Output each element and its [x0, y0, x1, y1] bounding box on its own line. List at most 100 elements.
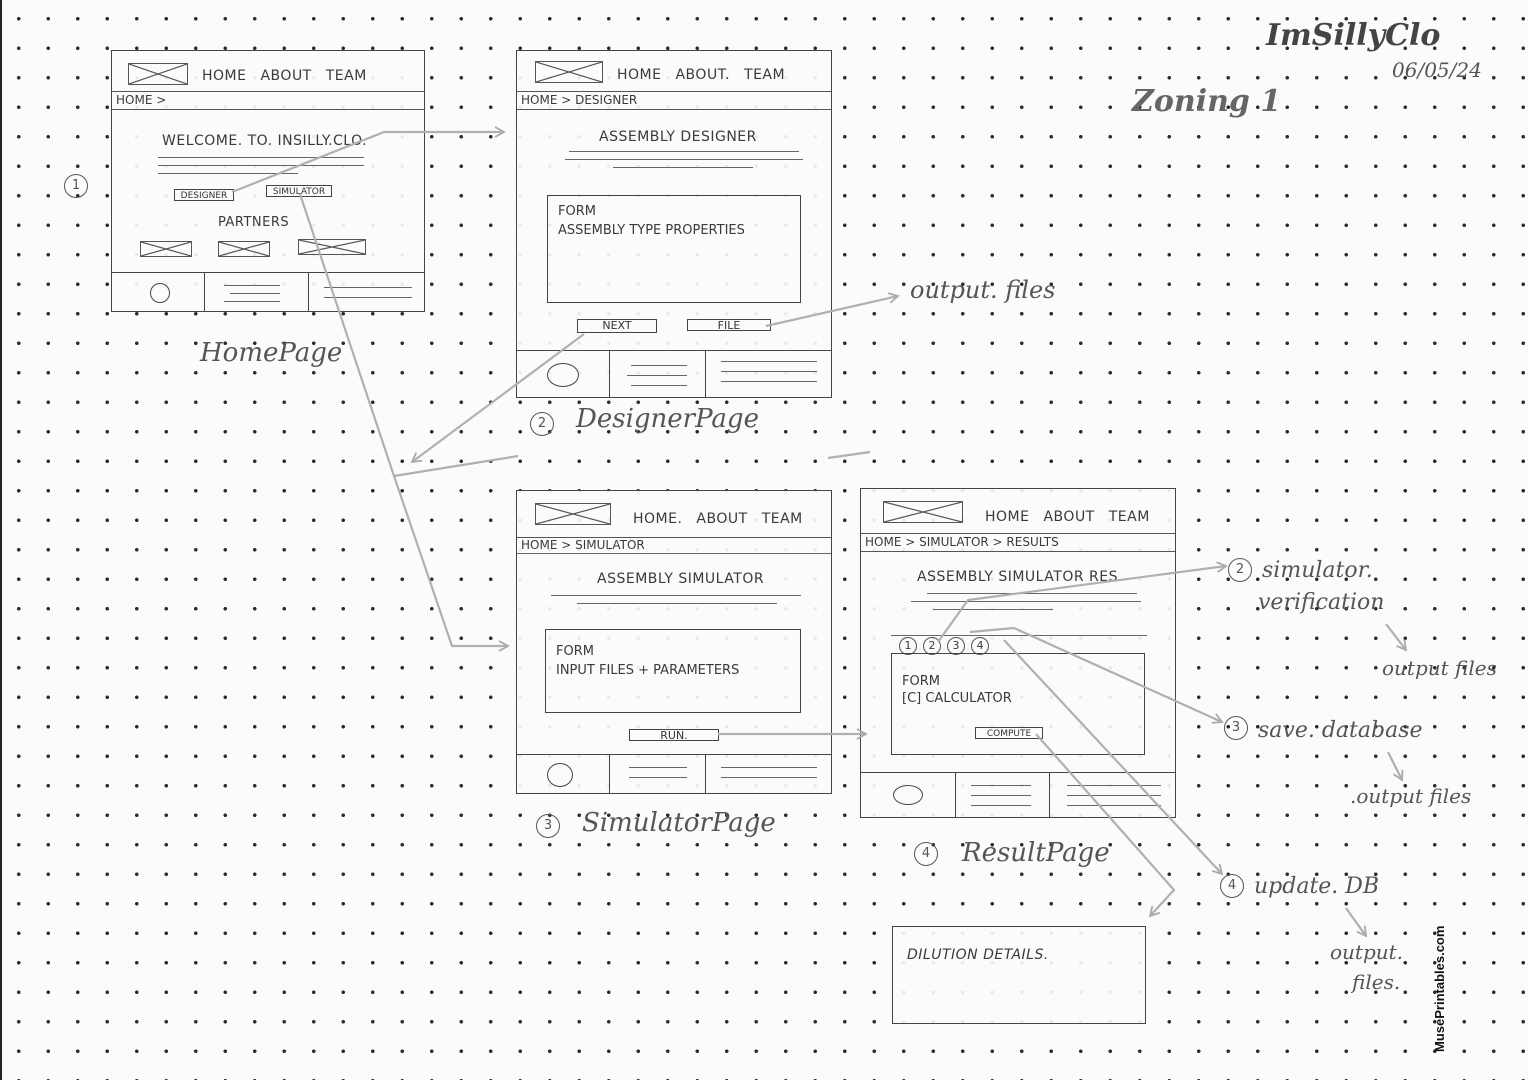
home-page-wireframe: HOME ABOUT TEAM HOME > WELCOME. TO. INSILL… [111, 50, 425, 312]
breadcrumb: HOME > SIMULATOR > RESULTS [861, 533, 1175, 552]
form-description: [C] CALCULATOR [902, 691, 1012, 706]
footer [517, 754, 831, 793]
compute-button[interactable]: COMPUTE [975, 727, 1043, 739]
simulator-page-label: SimulatorPage [582, 808, 776, 838]
nav-team[interactable]: TEAM [325, 68, 367, 84]
output-files-label: .output files [1350, 784, 1472, 808]
file-button[interactable]: FILE [687, 319, 771, 331]
dilution-details-label: DILUTION DETAILS. [907, 947, 1049, 963]
designer-button[interactable]: DESIGNER [174, 189, 234, 201]
simulator-verification-label-2: verification [1258, 590, 1385, 615]
nav-links: HOME ABOUT. TEAM [617, 67, 799, 83]
partner-logo [218, 241, 270, 257]
designer-page-label: DesignerPage [576, 404, 759, 434]
nav-about[interactable]: ABOUT [1043, 509, 1095, 525]
text-placeholder-line [158, 173, 298, 174]
form-label: FORM [556, 644, 594, 659]
nav-team[interactable]: TEAM [1108, 509, 1150, 525]
logo-placeholder [535, 61, 603, 83]
arrow-verification-output [1385, 623, 1408, 652]
arrow-save-output [1387, 751, 1404, 782]
nav-links: HOME ABOUT TEAM [985, 509, 1164, 525]
navbar: HOME. ABOUT TEAM [517, 491, 831, 538]
arrow-update-output [1345, 907, 1368, 938]
document-title: Zoning 1 [1132, 84, 1282, 119]
arrow-branch [393, 454, 519, 478]
annotation-number: 4 [1220, 874, 1244, 898]
run-button[interactable]: RUN. [629, 729, 719, 741]
home-page-label: HomePage [200, 338, 343, 368]
partner-logo [298, 239, 366, 255]
result-form[interactable]: FORM [C] CALCULATOR [891, 653, 1145, 755]
footer-circle-icon [893, 785, 923, 805]
nav-about[interactable]: ABOUT [260, 68, 312, 84]
simulator-verification-label: simulator. [1262, 558, 1373, 583]
designer-output-files: output. files [910, 276, 1056, 304]
result-page-number: 4 [914, 842, 938, 866]
breadcrumb: HOME > DESIGNER [517, 91, 831, 110]
footer-circle-icon [150, 283, 170, 303]
logo-placeholder [883, 501, 963, 523]
page-title: ASSEMBLY SIMULATOR [597, 571, 765, 587]
nav-links: HOME ABOUT TEAM [202, 68, 381, 84]
sketch-date: 06/05/24 [1392, 58, 1482, 82]
partner-logo [140, 241, 192, 257]
text-placeholder-line [158, 165, 364, 166]
form-label: FORM [902, 674, 940, 689]
annotation-number: 2 [1228, 558, 1252, 582]
author-name: ImSillyClo [1266, 18, 1441, 53]
update-db-label: update. DB [1254, 874, 1380, 899]
footer [517, 350, 831, 397]
nav-home[interactable]: HOME. [633, 511, 683, 527]
arrow-designer-side [827, 450, 871, 460]
output-files-label-2: files. [1352, 970, 1401, 994]
simulator-page-number: 3 [536, 814, 560, 838]
breadcrumb: HOME > [112, 91, 424, 110]
simulator-form[interactable]: FORM INPUT FILES + PARAMETERS [545, 629, 801, 713]
output-files-label: output files [1382, 656, 1497, 680]
logo-placeholder [128, 63, 188, 85]
designer-page-wireframe: HOME ABOUT. TEAM HOME > DESIGNER ASSEMBLY … [516, 50, 832, 398]
tab-1[interactable]: 1 [899, 637, 917, 655]
footer [861, 772, 1175, 817]
form-label: FORM [558, 204, 596, 219]
footer [112, 272, 424, 311]
result-page-wireframe: HOME ABOUT TEAM HOME > SIMULATOR > RESULTS… [860, 488, 1176, 818]
nav-links: HOME. ABOUT TEAM [633, 511, 817, 527]
nav-home[interactable]: HOME [617, 67, 662, 83]
page-title: ASSEMBLY SIMULATOR RES. [917, 569, 1123, 585]
designer-page-number: 2 [530, 412, 554, 436]
nav-home[interactable]: HOME [202, 68, 247, 84]
output-files-label: output. [1330, 940, 1404, 964]
simulator-page-wireframe: HOME. ABOUT TEAM HOME > SIMULATOR ASSEMBLY… [516, 490, 832, 794]
footer-circle-icon [547, 763, 573, 787]
navbar: HOME ABOUT TEAM [861, 489, 1175, 534]
nav-about[interactable]: ABOUT. [675, 67, 731, 83]
watermark: MusePrintables.com [1432, 925, 1447, 1052]
logo-placeholder [535, 503, 611, 525]
partners-label: PARTNERS [218, 215, 290, 230]
nav-team[interactable]: TEAM [744, 67, 786, 83]
home-page-number: 1 [64, 174, 88, 198]
paper-edge [0, 0, 2, 1080]
form-description: INPUT FILES + PARAMETERS [556, 663, 740, 678]
nav-about[interactable]: ABOUT [696, 511, 748, 527]
annotation-number: 3 [1224, 716, 1248, 740]
footer-circle-icon [547, 363, 579, 387]
page-title: ASSEMBLY DESIGNER [599, 129, 757, 145]
next-button[interactable]: NEXT [577, 319, 657, 333]
nav-home[interactable]: HOME [985, 509, 1030, 525]
form-description: ASSEMBLY TYPE PROPERTIES [558, 223, 745, 238]
simulator-button[interactable]: SIMULATOR [266, 185, 332, 197]
tab-2[interactable]: 2 [923, 637, 941, 655]
save-database-label: save. database [1258, 718, 1423, 743]
navbar: HOME ABOUT TEAM [112, 51, 424, 92]
page-title: WELCOME. TO. INSILLY.CLO. [162, 133, 368, 149]
result-page-label: ResultPage [962, 838, 1110, 868]
breadcrumb: HOME > SIMULATOR [521, 538, 645, 552]
designer-form[interactable]: FORM ASSEMBLY TYPE PROPERTIES [547, 195, 801, 303]
text-placeholder-line [158, 157, 364, 158]
dilution-details-box: DILUTION DETAILS. [892, 926, 1146, 1024]
nav-team[interactable]: TEAM [761, 511, 803, 527]
navbar: HOME ABOUT. TEAM [517, 51, 831, 92]
